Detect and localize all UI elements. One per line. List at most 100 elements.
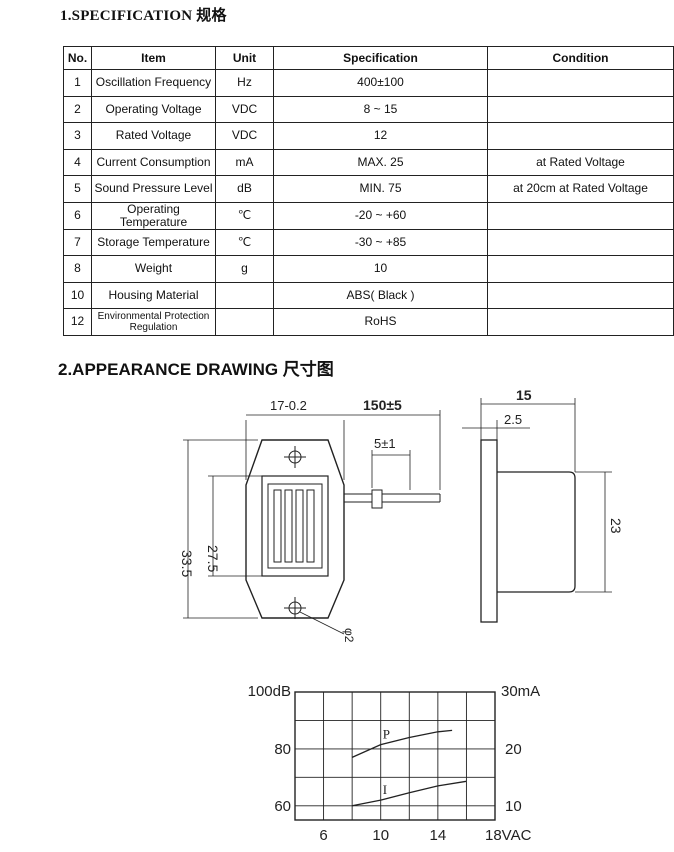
cell-spec: 8 ~ 15 — [273, 95, 488, 123]
table-header-row: No. Item Unit Specification Condition — [63, 46, 674, 70]
dim-height-inner-label: 27.5 — [205, 545, 221, 572]
dim-hole-label: φ2 — [342, 628, 356, 643]
cell-spec: 400±100 — [273, 69, 488, 97]
cell-item: Current Consumption — [91, 148, 216, 176]
series-line-p — [351, 729, 453, 758]
dim-flange-label: 2.5 — [504, 412, 522, 427]
cell-spec: -20 ~ +60 — [273, 201, 488, 230]
cell-no: 6 — [63, 201, 92, 230]
front-dimensions — [183, 410, 441, 635]
cell-condition — [487, 122, 674, 150]
section-title-appearance: 2.APPEARANCE DRAWING 尺寸图 — [58, 360, 334, 379]
cell-no: 4 — [63, 148, 92, 176]
dim-side-height-label: 23 — [608, 518, 624, 534]
chart-grid — [294, 691, 496, 821]
side-dimensions — [462, 398, 612, 593]
y-left-tick-label: 80 — [274, 741, 291, 758]
series-label-p: P — [383, 727, 390, 742]
appearance-drawing: 17-0.2 150±5 5±1 33.5 27.5 φ2 15 2.5 23 — [179, 387, 624, 643]
cell-condition: at Rated Voltage — [487, 148, 674, 176]
dim-depth-label: 15 — [516, 387, 532, 403]
cell-spec: RoHS — [273, 308, 488, 336]
cell-unit: Hz — [215, 69, 274, 97]
cell-unit: mA — [215, 148, 274, 176]
cell-no: 7 — [63, 228, 92, 256]
cell-no: 8 — [63, 255, 92, 283]
cell-condition — [487, 255, 674, 283]
column-header: Item — [91, 46, 216, 70]
cell-no: 5 — [63, 175, 92, 203]
dim-strip-label: 5±1 — [374, 436, 396, 451]
cell-unit: ℃ — [215, 201, 274, 230]
column-header: Unit — [215, 46, 274, 70]
chart-frame — [294, 691, 496, 821]
cell-unit: ℃ — [215, 228, 274, 256]
performance-chart: P I 100dB 80 60 30mA 20 10 6 10 14 18VAC — [248, 683, 541, 844]
section-title-specification: 1.SPECIFICATION 规格 — [60, 8, 227, 24]
front-view — [245, 439, 441, 619]
cell-item: Housing Material — [91, 281, 216, 309]
side-view — [480, 439, 576, 623]
x-tick-label: 10 — [372, 827, 389, 844]
dim-height-outer-label: 33.5 — [179, 550, 195, 577]
cell-item: Weight — [91, 255, 216, 283]
column-header: No. — [63, 46, 92, 70]
cell-condition — [487, 69, 674, 97]
cell-unit: VDC — [215, 122, 274, 150]
y-right-tick-label: 10 — [505, 798, 522, 815]
cell-unit: dB — [215, 175, 274, 203]
cell-unit: VDC — [215, 95, 274, 123]
cell-no: 2 — [63, 95, 92, 123]
cell-spec: 10 — [273, 255, 488, 283]
x-tick-label: 14 — [430, 827, 447, 844]
cell-no: 12 — [63, 308, 92, 336]
chart-curves — [351, 729, 467, 807]
cell-no: 10 — [63, 281, 92, 309]
cell-no: 3 — [63, 122, 92, 150]
dim-lead-label: 150±5 — [363, 397, 402, 413]
cell-unit — [215, 281, 274, 309]
cell-item: Sound Pressure Level — [91, 175, 216, 203]
cell-condition — [487, 308, 674, 336]
y-left-top-label: 100dB — [248, 683, 291, 700]
column-header: Specification — [273, 46, 488, 70]
cell-item: Operating Voltage — [91, 95, 216, 123]
cell-spec: -30 ~ +85 — [273, 228, 488, 256]
dim-width-label: 17-0.2 — [270, 398, 307, 413]
cell-spec: 12 — [273, 122, 488, 150]
cell-spec: ABS( Black ) — [273, 281, 488, 309]
column-header: Condition — [487, 46, 674, 70]
cell-item: Environmental Protection Regulation — [91, 308, 216, 336]
cell-item: Rated Voltage — [91, 122, 216, 150]
x-tick-label: 6 — [319, 827, 327, 844]
cell-unit: g — [215, 255, 274, 283]
cell-unit — [215, 308, 274, 336]
cell-spec: MAX. 25 — [273, 148, 488, 176]
series-label-i: I — [383, 782, 387, 797]
cell-item: Oscillation Frequency — [91, 69, 216, 97]
y-right-top-label: 30mA — [501, 683, 540, 700]
cell-condition — [487, 281, 674, 309]
cell-item: Storage Temperature — [91, 228, 216, 256]
cell-no: 1 — [63, 69, 92, 97]
cell-condition — [487, 201, 674, 230]
series-line-i — [351, 780, 467, 807]
chart-labels: P I 100dB 80 60 30mA 20 10 6 10 14 18VAC — [248, 683, 541, 844]
cell-spec: MIN. 75 — [273, 175, 488, 203]
cell-condition — [487, 95, 674, 123]
y-left-tick-label: 60 — [274, 798, 291, 815]
cell-item: Operating Temperature — [91, 201, 216, 230]
y-right-tick-label: 20 — [505, 741, 522, 758]
x-tick-label: 18VAC — [485, 827, 532, 844]
cell-condition: at 20cm at Rated Voltage — [487, 175, 674, 203]
